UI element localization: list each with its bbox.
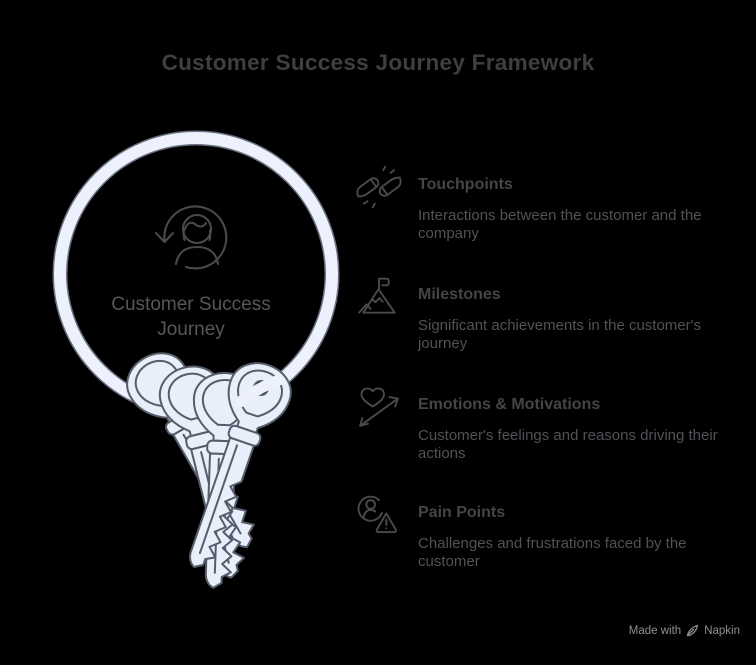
item-pain-points: Pain Points Challenges and frustrations …: [356, 492, 726, 570]
napkin-pen-icon: [687, 624, 699, 637]
ring-thread-arc: [234, 374, 285, 408]
made-with-label: Made with: [628, 624, 682, 637]
item-description: Significant achievements in the customer…: [418, 317, 702, 352]
customer-journey-person-icon: [154, 205, 228, 270]
item-emotions-motivations: Emotions & Motivations Customer's feelin…: [356, 384, 726, 462]
item-touchpoints: Touchpoints Interactions between the cus…: [356, 164, 726, 242]
item-milestones: Milestones Significant achievements in t…: [356, 274, 726, 352]
touch-hands-icon: [356, 165, 402, 209]
heart-arrow-icon: [359, 387, 399, 427]
item-description: Challenges and frustrations faced by the…: [418, 535, 687, 570]
item-title: Emotions & Motivations: [418, 396, 601, 413]
item-title: Milestones: [418, 286, 501, 303]
arrowhead: [154, 231, 175, 244]
made-with-napkin-badge: Made with Napkin: [629, 624, 740, 637]
hub-label-line1: Customer Success: [111, 294, 271, 315]
item-description: Customer's feelings and reasons driving …: [418, 427, 718, 462]
item-title: Touchpoints: [418, 176, 513, 193]
keyring-with-keys-illustration: [52, 130, 340, 589]
mountain-flag-icon: [358, 277, 396, 314]
hub-label-line2: Journey: [157, 319, 225, 340]
page-title: Customer Success Journey Framework: [161, 50, 595, 75]
brand-label: Napkin: [704, 624, 740, 637]
hub-label: Customer Success Journey: [58, 292, 324, 342]
item-title: Pain Points: [418, 504, 506, 521]
item-description: Interactions between the customer and th…: [418, 207, 702, 242]
person-warning-icon: [357, 495, 397, 533]
